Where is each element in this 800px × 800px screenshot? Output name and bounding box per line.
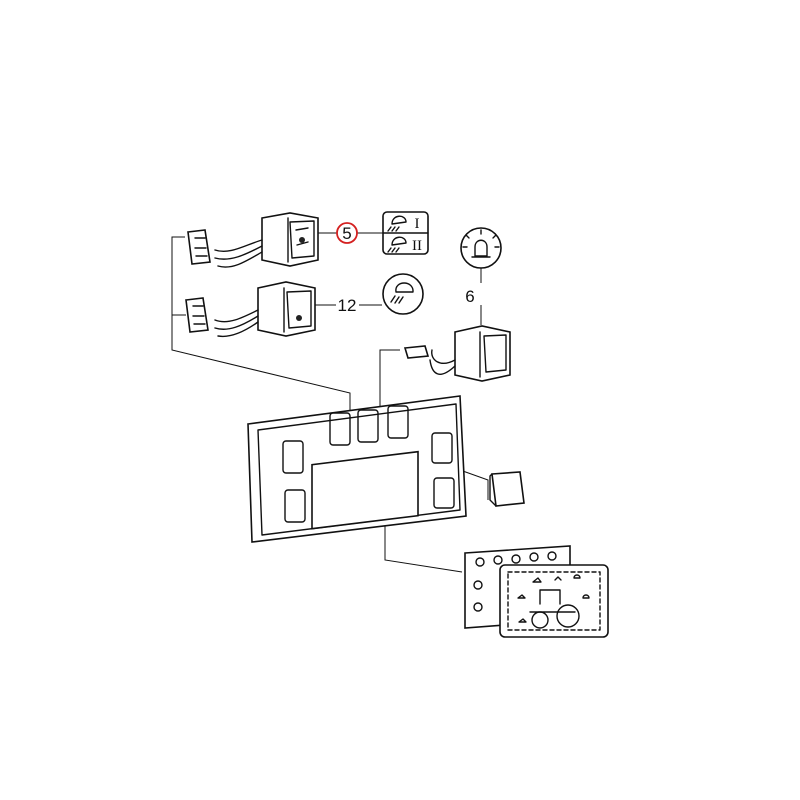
beacon-icon [460,227,502,269]
callout-5[interactable]: 5 [318,222,383,244]
indicator-module[interactable] [464,545,609,638]
work-light-icon [382,273,424,315]
tractor-icon [529,589,580,629]
rocker-switch-12[interactable] [185,281,316,338]
switch-panel[interactable] [247,395,467,543]
work-light-icon [387,215,407,253]
callout-12[interactable]: 12 [315,296,382,315]
callout-6[interactable]: 6 [465,268,482,325]
svg-text:12: 12 [338,296,357,315]
work-light-switch-symbol: I II [382,211,429,255]
warning-lamp-icons [517,574,590,623]
rocker-switch-5[interactable] [187,212,319,268]
svg-text:I: I [415,216,420,232]
blanking-cover[interactable] [489,471,525,507]
svg-text:5: 5 [342,224,351,243]
highlight-circle [336,222,358,244]
svg-text:6: 6 [465,287,474,306]
svg-text:II: II [412,238,422,254]
rocker-switch-6[interactable] [403,325,511,382]
switch-slot [282,405,455,523]
